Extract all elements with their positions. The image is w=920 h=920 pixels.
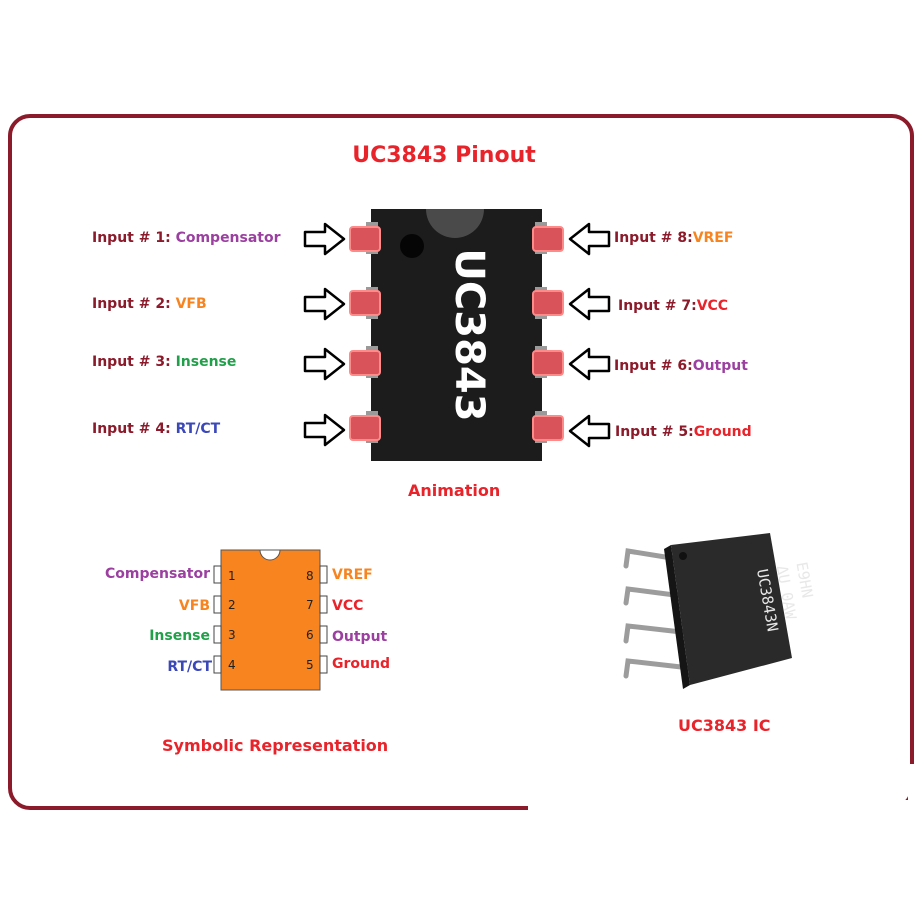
pin-pad [349,290,381,316]
arrow-right-icon [303,222,346,256]
chip-notch [426,209,484,238]
pin-label-4: Input # 4: RT/CT [92,421,221,437]
pin-pad [532,290,564,316]
symbol-label-6: Output [332,629,388,645]
arrow-left-icon [568,222,611,256]
symbol-pin-number: 7 [306,598,314,612]
symbol-body [220,549,321,691]
symbol-label-1: Compensator [105,566,210,582]
symbol-pin-number: 8 [306,569,314,583]
right-pins [532,222,564,443]
symbol-label-4: RT/CT [167,659,212,675]
pin-label-3: Input # 3: Insense [92,354,237,370]
pin-pad [532,415,564,441]
chip-body [371,209,542,461]
arrow-right-icon [303,413,346,447]
symbol-pin-number: 6 [306,628,314,642]
left-pins [349,222,381,443]
pin-label-8: Input # 8:VREF [614,230,734,246]
symbol-pin-number: 3 [228,628,236,642]
symbol-label-2: VFB [178,598,210,614]
pin-label-7: Input # 7:VCC [618,298,729,314]
symbol-notch [259,549,281,561]
pin-pad [532,226,564,252]
symbol-label-3: Insense [149,628,210,644]
pin-pad [349,415,381,441]
frame-gap [908,764,920,824]
diagram-frame [8,114,914,810]
pin-label-6: Input # 6:Output [614,358,748,374]
pin-pad [349,350,381,376]
symbol-pin-number: 2 [228,598,236,612]
symbolic-caption: Symbolic Representation [162,736,389,755]
pin-label-2: Input # 2: VFB [92,296,207,312]
svg-text:UC3843N ΔU 0AW E9H: UC3843N ΔU 0AW E9HN [753,561,823,642]
ic-caption: UC3843 IC [678,716,771,735]
symbol-label-7: VCC [332,598,364,614]
ic-photo-marking: E9HN [792,561,816,600]
animation-caption: Animation [408,481,501,500]
arrow-right-icon [303,347,346,381]
ic-photo: UC3843N ΔU 0AW E9HN [623,533,823,689]
symbol-pin-number: 4 [228,658,236,672]
symbol-pin-number: 5 [306,658,314,672]
pin-pad [532,350,564,376]
arrow-left-icon [568,414,611,448]
pin-pad [349,226,381,252]
pin1-dot [400,234,424,258]
symbol-diagram [213,549,328,691]
arrow-right-icon [303,287,346,321]
symbol-pin-number: 1 [228,569,236,583]
frame-gap [528,800,920,816]
symbol-label-5: Ground [332,656,390,672]
arrow-left-icon [568,347,611,381]
pin-label-5: Input # 5:Ground [615,424,752,440]
pin-label-1: Input # 1: Compensator [92,230,281,246]
ic-photo-body [671,533,792,685]
symbol-label-8: VREF [332,567,373,583]
page-title: UC3843 Pinout [352,143,536,168]
chip-marking: UC3843 [446,248,492,421]
arrow-left-icon [568,287,611,321]
